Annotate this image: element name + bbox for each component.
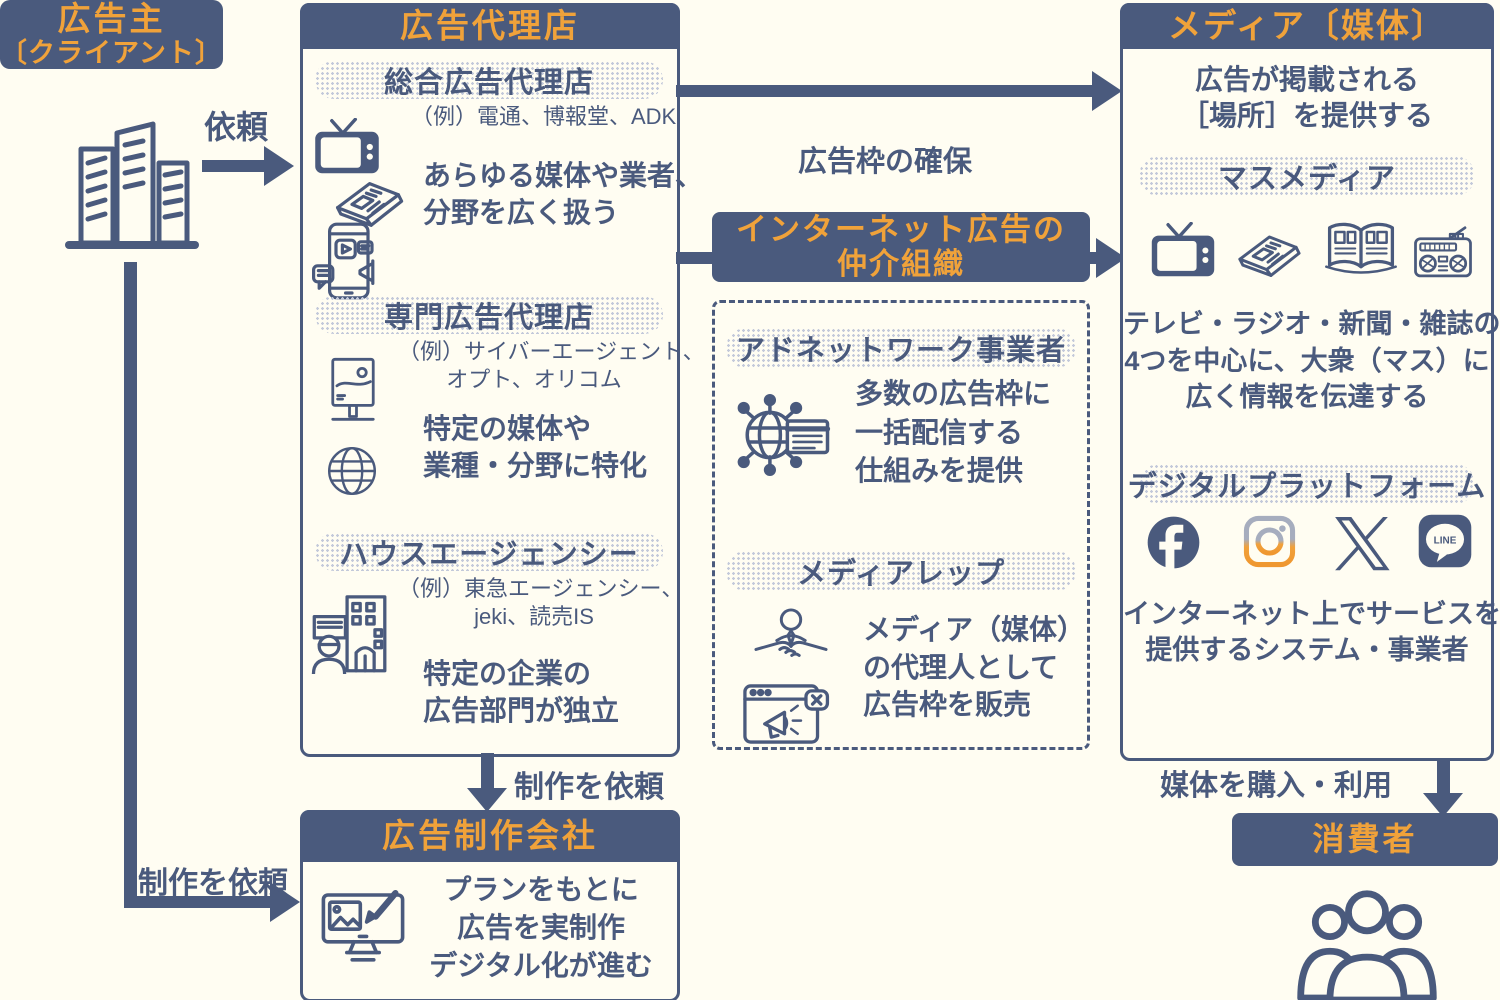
consumer-box: 消費者: [1232, 813, 1498, 866]
client-production-hline: [124, 896, 272, 908]
adnetwork-desc: 多数の広告枠に 一括配信する 仕組みを提供: [855, 378, 1052, 487]
agency-media-top-line: [676, 85, 1096, 97]
browser-ad-icon: [743, 684, 830, 744]
globe-icon: [328, 447, 376, 495]
line-icon: LINE: [1418, 514, 1472, 568]
media-intro: 広告が掲載される ［場所］を提供する: [1180, 64, 1433, 132]
media-header: メディア〔媒体〕: [1120, 3, 1494, 49]
client-production-arrow-head: [270, 882, 300, 922]
adnetwork-heading: アドネットワーク事業者: [726, 328, 1076, 368]
agency-title: 広告代理店: [400, 7, 580, 45]
request-arrow-label: 依頼: [204, 109, 269, 145]
mediarep-desc: メディア（媒体） の代理人として 広告枠を販売: [863, 614, 1086, 721]
digital-platform-heading: デジタルプラットフォーム: [1128, 464, 1485, 504]
client-title-line2: 〔クライアント〕: [0, 37, 223, 68]
digital-platform-desc: インターネット上でサービスを 提供するシステム・事業者: [1123, 599, 1500, 666]
newspaper-icon: [1238, 235, 1301, 277]
intermediary-header: インターネット広告の 仲介組織: [712, 212, 1090, 283]
agency-intermediary-line: [676, 252, 716, 264]
worker-building-icon: [311, 595, 387, 674]
intermediary-title-line1: インターネット広告の: [736, 212, 1066, 247]
mass-media-heading: マスメディア: [1139, 156, 1475, 196]
line-label: LINE: [1434, 535, 1457, 546]
client-title-line1: 広告主: [57, 0, 166, 37]
agency-section-general-heading: 総合広告代理店: [315, 61, 663, 99]
production-header: 広告制作会社: [300, 810, 680, 862]
agency-general-example: （例）電通、博報堂、ADK: [411, 104, 677, 129]
agency-box: 広告代理店 総合広告代理店 （例）電通、博報堂、ADK あらゆる媒体や業者、 分…: [300, 3, 705, 757]
agency-specialized-desc: 特定の媒体や 業種・分野に特化: [423, 413, 648, 481]
consumer-title: 消費者: [1312, 821, 1418, 858]
facebook-icon: [1147, 516, 1200, 571]
media-box: メディア〔媒体〕 広告が掲載される ［場所］を提供する マスメディア: [1120, 3, 1500, 761]
agency-header: 広告代理店: [300, 3, 680, 49]
handshake-icon: [754, 608, 828, 657]
media-consumer-line: [1437, 760, 1450, 796]
agency-production-line: [481, 753, 494, 791]
magazine-icon: [1325, 222, 1397, 274]
agency-house-desc: 特定の企業の 広告部門が独立: [423, 658, 620, 726]
mass-media-desc: テレビ・ラジオ・新聞・雑誌の 4つを中心に、大衆（マス）に 広く情報を伝達する: [1123, 309, 1500, 413]
agency-media-top-arrow-head: [1092, 71, 1122, 111]
production-box: 広告制作会社 プランをもとに 広告を実制作 デジタル化が進む: [300, 810, 680, 1000]
media-title: メディア〔媒体〕: [1168, 7, 1446, 45]
request-arrow-line: [202, 160, 266, 172]
produce-left-label: 制作を依頼: [138, 867, 288, 900]
tv-icon: [1151, 222, 1215, 277]
newspaper-icon: [336, 182, 404, 227]
agency-general-desc: あらゆる媒体や業者、 分野を広く扱う: [423, 160, 704, 228]
agency-section-specialized-heading: 専門広告代理店: [315, 296, 663, 334]
agency-house-example: （例）東急エージェンシー、 jeki、読売IS: [398, 576, 684, 629]
agency-production-arrow-head: [467, 788, 507, 812]
produce-down-label: 制作を依頼: [514, 771, 664, 804]
monitor-paintbrush-icon: [321, 890, 405, 962]
x-icon: [1335, 517, 1390, 571]
tv-icon: [315, 118, 379, 174]
client-box: 広告主 〔クライアント〕: [0, 0, 223, 69]
purchase-label: 媒体を購入・利用: [1160, 770, 1393, 802]
production-title: 広告制作会社: [382, 817, 598, 855]
smartphone-media-icon: [312, 222, 375, 300]
network-distribution-icon: [737, 393, 831, 477]
client-production-vline: [124, 262, 137, 908]
intermediary-title-line2: 仲介組織: [837, 247, 965, 281]
people-group-icon: [1297, 890, 1437, 1000]
office-buildings-icon: [65, 121, 199, 249]
agency-section-house-heading: ハウスエージェンシー: [315, 533, 663, 571]
instagram-icon: [1243, 515, 1296, 568]
request-arrow-head: [264, 146, 294, 186]
signboard-icon: [331, 357, 375, 421]
agency-specialized-example: （例）サイバーエージェント、 オプト、オリコム: [398, 339, 705, 392]
mediarep-heading: メディアレップ: [726, 551, 1076, 591]
ad-space-label: 広告枠の確保: [798, 146, 973, 178]
radio-icon: [1414, 226, 1472, 278]
production-desc: プランをもとに 広告を実制作 デジタル化が進む: [429, 874, 653, 982]
intermediary-body: アドネットワーク事業者 多数の広告枠に 一括配信する 仕組みを提供 メディアレッ…: [712, 300, 1090, 750]
